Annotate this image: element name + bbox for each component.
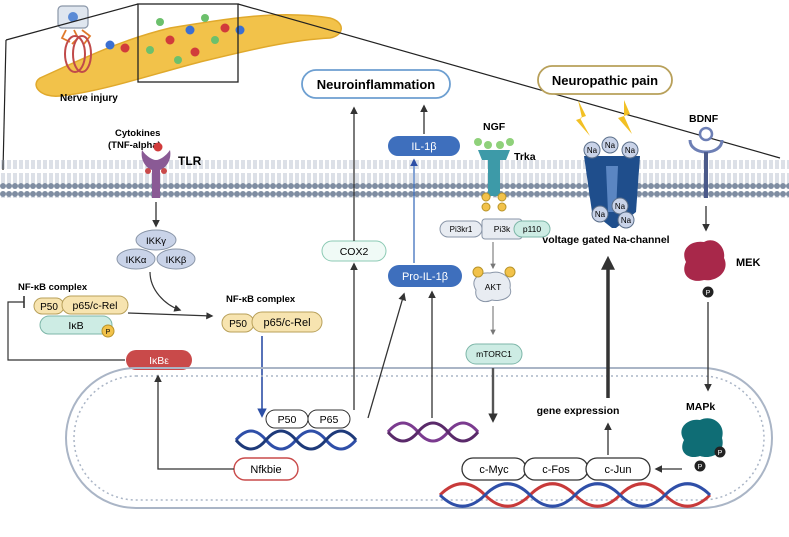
cytokines-label-2: (TNF-alpha) xyxy=(108,140,161,151)
nerve-injury-illustration: Nerve injury xyxy=(2,3,781,171)
na-ion-2: Na xyxy=(605,141,616,150)
cytokine-dot-icon xyxy=(153,142,163,152)
vgsc-label: voltage gated Na-channel xyxy=(542,234,669,246)
ikk-alpha-label: IKKα xyxy=(126,255,147,266)
dna-purple xyxy=(386,421,480,443)
neuroinflammation-box: Neuroinflammation xyxy=(301,69,451,99)
dna-nfkb: P50 P65 xyxy=(234,409,358,451)
nfkb-complex-left: NF-κB complex P50 p65/c-Rel IκB P xyxy=(18,282,129,338)
p110-label: p110 xyxy=(523,224,542,234)
na-ion-1: Na xyxy=(587,146,598,155)
pi3k-complex: Pi3kr1 Pi3k p110 xyxy=(439,218,551,240)
pi3k-label: Pi3k xyxy=(494,224,511,234)
mapk-phospho-icon-2 xyxy=(694,460,706,472)
plasma-membrane xyxy=(0,160,789,198)
il1b-box: IL-1β xyxy=(388,136,460,156)
nfkbie-box: Nfkbie xyxy=(233,457,299,481)
p50-dna-label: P50 xyxy=(278,414,297,426)
cfos-label: c-Fos xyxy=(542,464,570,476)
na-ion-5: Na xyxy=(615,202,626,211)
transcription-factors: c-Myc c-Fos c-Jun xyxy=(461,457,651,481)
nfkb-complex-right-label: NF-κB complex xyxy=(226,294,296,305)
mapk-phospho-icon-1 xyxy=(714,446,726,458)
pro-il1b-box: Pro-IL-1β xyxy=(388,265,462,287)
cytokines: Cytokines (TNF-alpha) xyxy=(108,128,163,152)
gene-expression-label: gene expression xyxy=(537,405,620,417)
injury-device-icon xyxy=(57,5,92,73)
bdnf-label: BDNF xyxy=(689,113,719,125)
mapk-phospho-label-1: P xyxy=(718,450,723,457)
p65-dna-label: P65 xyxy=(320,414,339,426)
cox2-box: COX2 xyxy=(321,240,387,262)
neuropathic-pain-box: Neuropathic pain xyxy=(537,65,673,95)
cytokines-label-1: Cytokines xyxy=(115,128,160,139)
p50-left-label: P50 xyxy=(40,302,58,313)
phospho-icon xyxy=(101,324,115,338)
bdnf-receptor: BDNF xyxy=(688,113,724,198)
mek-label: MEK xyxy=(736,257,761,269)
nerve-injury-label: Nerve injury xyxy=(60,93,118,104)
na-ion-3: Na xyxy=(625,146,636,155)
p65-crel-right-label: p65/c-Rel xyxy=(263,317,310,329)
ikbe-box: IκBε xyxy=(126,350,192,370)
dna-gene-expression xyxy=(438,482,712,508)
trka-receptor: Trka xyxy=(478,150,536,212)
mtorc1-box: mTORC1 xyxy=(465,343,523,365)
ngf-label: NGF xyxy=(483,121,506,133)
cmyc-label: c-Myc xyxy=(479,464,509,476)
akt-label: AKT xyxy=(485,282,502,292)
p65-crel-left-label: p65/c-Rel xyxy=(73,300,118,312)
ikk-complex: IKKγ IKKα IKKβ xyxy=(116,229,196,270)
trka-label: Trka xyxy=(514,151,536,163)
nfkb-complex-right: NF-κB complex P50 p65/c-Rel xyxy=(221,294,323,333)
akt: AKT xyxy=(472,266,516,303)
zoom-box xyxy=(137,3,239,83)
phospho-label: P xyxy=(106,329,111,336)
mapk: MAPk P P xyxy=(681,401,726,472)
cox2-label: COX2 xyxy=(340,246,369,258)
pi3kr1-label: Pi3kr1 xyxy=(450,225,473,234)
ikb-label: IκB xyxy=(68,320,83,332)
na-ion-4: Na xyxy=(595,210,606,219)
ikk-gamma-label: IKKγ xyxy=(146,236,166,247)
mtorc1-label: mTORC1 xyxy=(476,349,512,359)
il1b-label: IL-1β xyxy=(411,141,436,153)
cjun-label: c-Jun xyxy=(605,464,632,476)
mek-phospho-label: P xyxy=(706,290,711,297)
na-channel: Na Na Na Na Na Na xyxy=(583,136,640,229)
lightning-icon xyxy=(576,100,632,136)
p50-right-label: P50 xyxy=(229,319,247,330)
na-ion-6: Na xyxy=(621,216,632,225)
neuropathic-pain-label: Neuropathic pain xyxy=(552,73,658,88)
nfkbie-label: Nfkbie xyxy=(250,464,281,476)
tlr-label: TLR xyxy=(178,154,202,168)
mek: P MEK xyxy=(684,240,761,298)
inhibition-line xyxy=(7,301,125,361)
ikbe-label: IκBε xyxy=(149,355,169,367)
mapk-label: MAPk xyxy=(686,401,715,413)
ngf-ligand: NGF xyxy=(474,121,514,149)
nucleus xyxy=(65,367,773,509)
mek-phospho-icon xyxy=(702,286,714,298)
ikk-beta-label: IKKβ xyxy=(166,255,187,266)
tlr-receptor: TLR xyxy=(141,150,202,198)
mapk-phospho-label-2: P xyxy=(698,464,703,471)
pro-il1b-label: Pro-IL-1β xyxy=(402,271,448,283)
nfkb-complex-left-label: NF-κB complex xyxy=(18,282,88,293)
neuroinflammation-label: Neuroinflammation xyxy=(317,77,436,92)
